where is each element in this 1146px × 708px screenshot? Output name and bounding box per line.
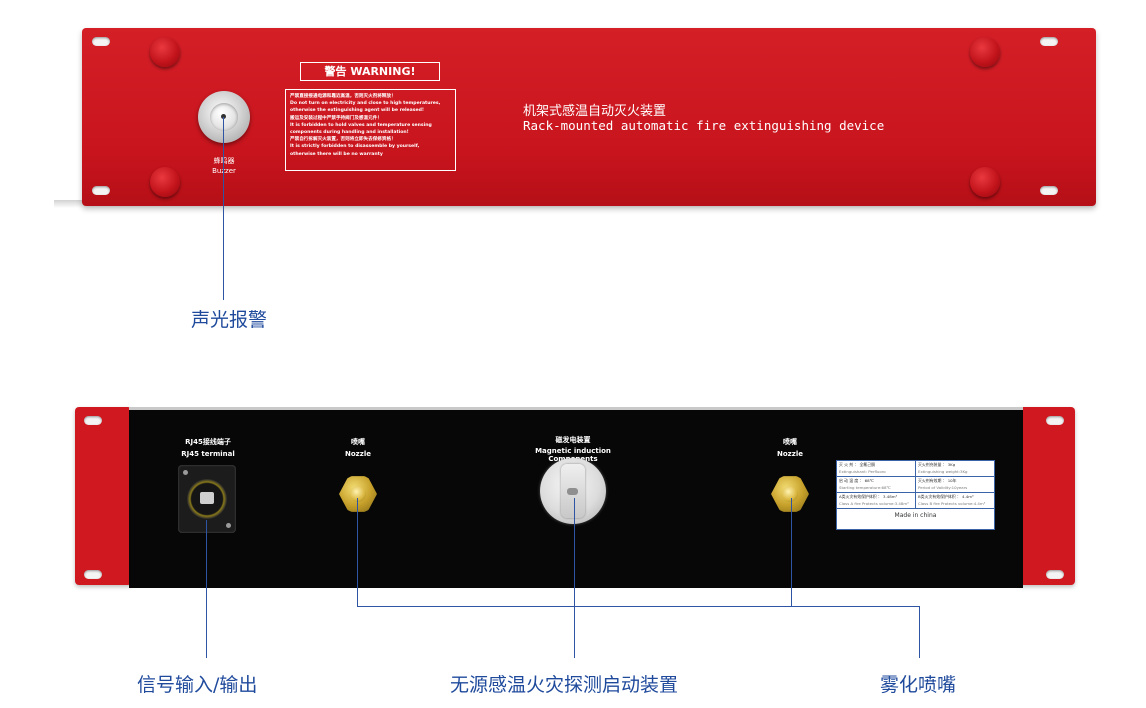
spec-cell: A类火灾有效保护体积 ： 3.48m³ Class A fire Protect…	[837, 493, 915, 508]
warning-line: Do not turn on electricity and close to …	[290, 101, 441, 107]
buzzer-center	[210, 103, 238, 131]
spec-row: A类火灾有效保护体积 ： 3.48m³ Class A fire Protect…	[837, 493, 994, 509]
front-panel	[82, 28, 1096, 206]
callout-line-alarm	[223, 117, 224, 300]
rack-ear-right	[1018, 407, 1075, 585]
handle-knob	[970, 37, 1000, 67]
spec-label: 灭 火 剂 ： 全氟己酮 Extinguishant: Perfluoro 灭火…	[836, 460, 995, 530]
handle-knob	[150, 37, 180, 67]
warning-line: It is strictly forbidden to disassemble …	[290, 144, 420, 150]
callout-line-spray	[919, 606, 920, 658]
nozzle-right-label-en: Nozzle	[777, 450, 803, 458]
spec-cn: A类火灾有效保护体积 ： 3.48m³	[839, 494, 898, 499]
rack-ear-left	[75, 407, 132, 585]
callout-alarm: 声光报警	[191, 309, 268, 331]
warning-title: 警告 WARNING!	[300, 62, 440, 81]
spec-cn: B类火灾有效保护体积 ： 4.4m³	[918, 494, 974, 499]
magnetic-induction-component	[540, 458, 606, 524]
warning-line: components during handling and installat…	[290, 130, 409, 136]
spec-cell: 启 动 温 度 ： 68℃ Starting temperature:68℃	[837, 477, 915, 492]
buzzer-label-en: Buzzer	[212, 167, 236, 175]
callout-line-passive	[574, 498, 575, 658]
spec-cn: 灭 火 剂 ： 全氟己酮	[839, 462, 876, 467]
spec-cell: B类火灾有效保护体积 ： 4.4m³ Class B fire Protects…	[915, 493, 994, 508]
screw	[183, 470, 188, 475]
warning-line: otherwise the extinguishing agent will b…	[290, 108, 424, 114]
nozzle-core	[782, 486, 798, 502]
nozzle-left-label-en: Nozzle	[345, 450, 371, 458]
nozzle-left	[339, 476, 377, 512]
magnet-logo	[567, 488, 578, 495]
callout-passive-detect: 无源感温火灾探测启动装置	[450, 674, 679, 696]
mount-slot	[1046, 416, 1064, 425]
nozzle-core	[350, 486, 366, 502]
spec-cell: 灭火剂充装量 ： 3Kg Extinguishing weight:3Kg	[915, 461, 994, 476]
made-in-label: Made in china	[894, 512, 937, 519]
device-title-en: Rack-mounted automatic fire extinguishin…	[523, 118, 885, 133]
spec-en: Class A fire Protects volume:3.48m³	[839, 501, 909, 506]
warning-line: 严禁自行拆解灭火装置，否则将立即失去保修资格！	[290, 137, 396, 143]
magnet-label-cn: 磁发电装置	[555, 436, 591, 444]
mount-slot	[1040, 186, 1058, 195]
warning-line: 搬运及安装过程中严禁手持阀门及感温元件！	[290, 115, 382, 121]
spec-row: 启 动 温 度 ： 68℃ Starting temperature:68℃ 灭…	[837, 477, 994, 493]
buzzer	[198, 91, 250, 143]
spec-en: Extinguishant: Perfluoro	[839, 469, 886, 474]
spec-cn: 启 动 温 度 ： 68℃	[839, 478, 874, 483]
nozzle-right-label-cn: 喷嘴	[783, 438, 797, 446]
spec-en: Class B fire Protects volume:4.4m³	[918, 501, 986, 506]
callout-line-nozzle-left	[357, 498, 358, 606]
spec-en: Period of Validity:10years	[918, 485, 968, 490]
callout-signal-io: 信号输入/输出	[137, 674, 258, 696]
rj45-terminal	[178, 465, 236, 533]
device-title-cn: 机架式感温自动灭火装置	[523, 104, 667, 119]
callout-spray-nozzle: 雾化喷嘴	[880, 674, 957, 696]
spec-row: 灭 火 剂 ： 全氟己酮 Extinguishant: Perfluoro 灭火…	[837, 461, 994, 477]
warning-line: It is forbidden to hold valves and tempe…	[290, 122, 432, 128]
mount-slot	[84, 570, 102, 579]
spec-cell: 灭火剂有效期 ： 10年 Period of Validity:10years	[915, 477, 994, 492]
mount-slot	[92, 186, 110, 195]
handle-knob	[970, 167, 1000, 197]
spec-cell: 灭 火 剂 ： 全氟己酮 Extinguishant: Perfluoro	[837, 461, 915, 476]
nozzle-left-label-cn: 喷嘴	[351, 438, 365, 446]
mount-slot	[1040, 37, 1058, 46]
buzzer-dot	[221, 114, 226, 119]
spec-cn: 灭火剂有效期 ： 10年	[918, 478, 957, 483]
mount-slot	[92, 37, 110, 46]
mount-slot	[1046, 570, 1064, 579]
callout-line-nozzle-bridge	[357, 606, 919, 607]
rj45-label-cn: RJ45接线端子	[185, 438, 231, 446]
warning-line: 严禁直接接通电源和靠近高温，否则灭火剂将释放！	[290, 94, 396, 99]
rj45-label-en: RJ45 terminal	[181, 450, 235, 458]
mount-slot	[84, 416, 102, 425]
spec-en: Extinguishing weight:3Kg	[918, 469, 968, 474]
spec-en: Starting temperature:68℃	[839, 485, 891, 490]
spec-cn: 灭火剂充装量 ： 3Kg	[918, 462, 956, 467]
screw	[226, 523, 231, 528]
callout-line-nozzle-right	[791, 498, 792, 606]
buzzer-label-cn: 蜂鸣器	[213, 157, 235, 165]
warning-line: otherwise there will be no warranty	[290, 151, 383, 157]
rj45-ring	[187, 479, 227, 519]
handle-knob	[150, 167, 180, 197]
warning-box: 严禁直接接通电源和靠近高温，否则灭火剂将释放！ Do not turn on e…	[285, 89, 456, 171]
callout-line-signal	[206, 520, 207, 658]
rj45-port	[200, 492, 214, 504]
